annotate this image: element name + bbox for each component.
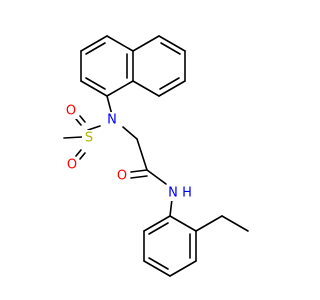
naphthalene-ring-a: [132, 35, 186, 97]
amide-nitrogen-label: N: [168, 186, 178, 201]
linker-bonds: [63, 95, 173, 217]
atom-label-carbonyl-o: O: [115, 168, 129, 184]
sulfonyl-oxygen-top-label: O: [66, 104, 76, 119]
ethylphenyl-ring: [143, 215, 197, 277]
atom-label-sulfur: S: [82, 130, 96, 146]
sulfonyl-oxygen-bottom-label: O: [67, 158, 77, 173]
naphthalene-ring-b: [80, 35, 134, 97]
structure-diagram: N S O O O N H: [63, 35, 249, 277]
amide-hydrogen-label: H: [182, 186, 192, 201]
atom-label-sulfonamide-n: N: [105, 112, 119, 128]
atom-label-amide-n: N H: [166, 185, 192, 201]
carbonyl-oxygen-label: O: [117, 169, 127, 184]
atom-label-sulfonyl-o-top: O: [64, 103, 78, 119]
sulfur-label: S: [85, 131, 93, 146]
sulfonamide-nitrogen-label: N: [107, 113, 117, 128]
ethyl-group: [195, 215, 249, 232]
atom-label-sulfonyl-o-bottom: O: [65, 157, 79, 173]
